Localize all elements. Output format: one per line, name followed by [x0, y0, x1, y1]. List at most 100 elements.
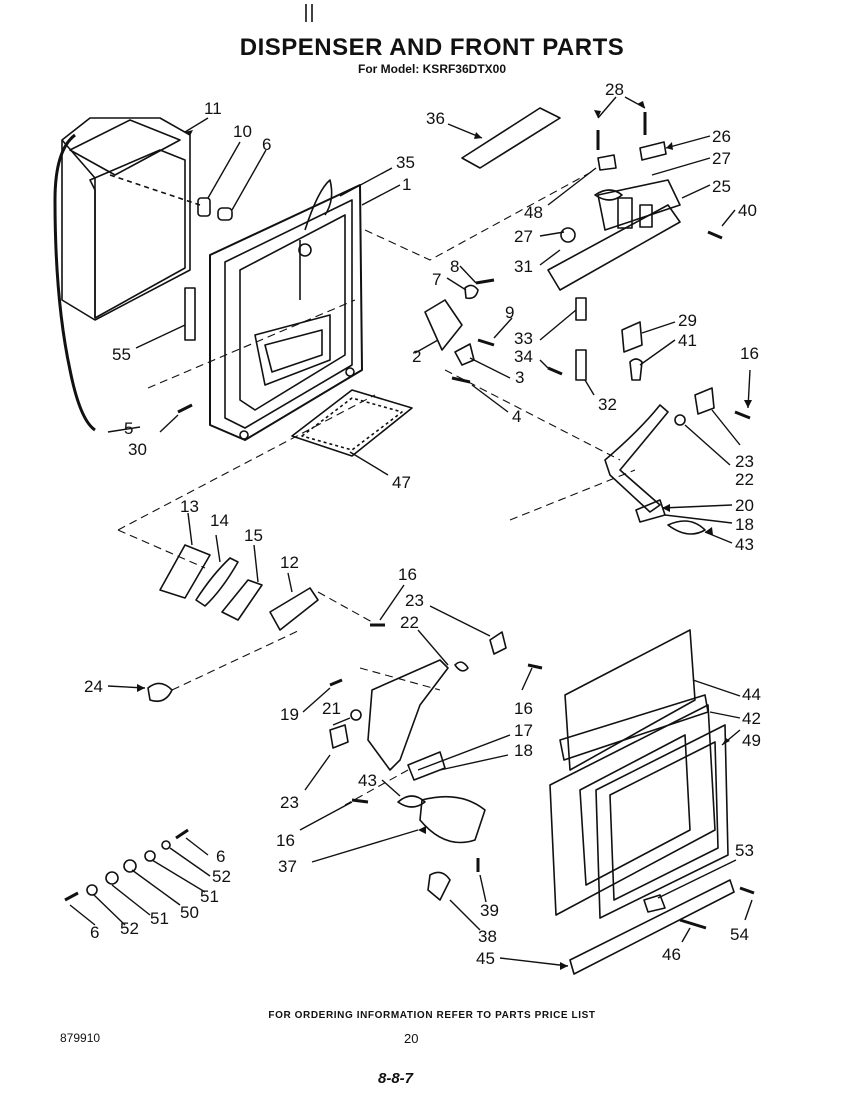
part-8-screw	[475, 278, 495, 285]
callout-2: 2	[412, 347, 421, 366]
page-number: 20	[404, 1031, 419, 1046]
callout-38: 38	[478, 927, 497, 946]
part-29-switch	[621, 321, 643, 353]
part-37-drip-cup	[419, 795, 486, 844]
callout-46: 46	[662, 945, 681, 964]
part-45-trim-strip	[569, 879, 735, 975]
part-33-pin	[575, 297, 587, 321]
assembly-lines	[117, 169, 636, 806]
callout-53: 53	[735, 841, 754, 860]
part-35-wire-harness	[304, 179, 333, 231]
part-6-nut	[217, 207, 233, 221]
part-6-fitting-upper	[175, 828, 189, 840]
part-36-channel	[461, 107, 561, 169]
callout-13: 13	[180, 497, 199, 516]
callout-5: 5	[124, 419, 133, 438]
part-46-screw	[679, 918, 707, 930]
part-31-solenoid	[560, 227, 576, 243]
part-26-switch	[639, 141, 667, 161]
callout-8: 8	[450, 257, 459, 276]
part-32-plunger	[575, 349, 587, 381]
callout-labels: 11 10 6 35 1 36 28 26 27 25 40 48 27 31 …	[84, 80, 761, 968]
part-10-grommet	[197, 197, 211, 217]
part-23-bracket-lower	[329, 724, 349, 749]
callout-45: 45	[476, 949, 495, 968]
part-50-tube-nut	[123, 859, 137, 873]
callout-16-lower: 16	[276, 831, 295, 850]
part-27-clip	[594, 189, 623, 201]
part-49-frame-inner	[595, 724, 729, 919]
part-14-cover	[195, 557, 239, 607]
callout-48: 48	[524, 203, 543, 222]
callout-37: 37	[278, 857, 297, 876]
callout-44: 44	[742, 685, 761, 704]
part-2-actuator	[424, 299, 463, 351]
part-4-screw	[451, 376, 471, 384]
callout-28: 28	[605, 80, 624, 99]
handwritten-note: 8-8-7	[378, 1070, 414, 1087]
part-20-actuator-arm	[604, 404, 669, 513]
part-17-ice-paddle	[367, 659, 449, 771]
callout-36: 36	[426, 109, 445, 128]
part-47-drip-grille	[291, 389, 413, 457]
part-12-bracket	[269, 587, 319, 631]
callout-39: 39	[480, 901, 499, 920]
callout-4: 4	[512, 407, 521, 426]
part-43-pad-upper	[667, 520, 706, 535]
part-16-screw-upper	[734, 410, 751, 420]
part-30-screw	[177, 403, 193, 414]
callout-23-upper: 23	[735, 452, 754, 471]
part-13-light-lens	[159, 544, 211, 599]
callout-29: 29	[678, 311, 697, 330]
callout-27-left: 27	[514, 227, 533, 246]
callout-22-upper: 22	[735, 470, 754, 489]
callout-33: 33	[514, 329, 533, 348]
ordering-note: FOR ORDERING INFORMATION REFER TO PARTS …	[268, 1010, 596, 1021]
callout-50: 50	[180, 903, 199, 922]
callout-52-lower: 52	[120, 919, 139, 938]
page-title: DISPENSER AND FRONT PARTS	[239, 34, 625, 61]
callout-22-middle: 22	[400, 613, 419, 632]
part-52-ring-upper	[161, 840, 171, 850]
part-43-pad-lower	[397, 795, 426, 808]
callout-34: 34	[514, 347, 533, 366]
callout-16-right: 16	[514, 699, 533, 718]
callout-27-right: 27	[712, 149, 731, 168]
part-41-cap	[629, 358, 643, 381]
part-15-plate	[221, 579, 263, 621]
callout-3: 3	[515, 368, 524, 387]
part-25-switch-bracket	[547, 179, 681, 291]
part-54-screw	[739, 886, 755, 895]
part-51-nut-upper	[144, 850, 156, 862]
callout-52-upper: 52	[212, 867, 231, 886]
callout-47: 47	[392, 473, 411, 492]
part-22-spring-upper	[674, 414, 686, 426]
callout-40: 40	[738, 201, 757, 220]
part-38-tray	[427, 871, 451, 901]
callout-43-upper: 43	[735, 535, 754, 554]
callout-6-upper: 6	[262, 135, 271, 154]
callout-23-lower: 23	[280, 793, 299, 812]
part-51-nut-lower	[105, 871, 119, 885]
callout-12: 12	[280, 553, 299, 572]
part-9-screw	[477, 338, 495, 347]
part-55-strip	[184, 287, 196, 341]
part-34-pin	[547, 366, 563, 376]
part-53-clip	[643, 894, 666, 913]
document-number: 879910	[60, 1031, 101, 1045]
part-18-pad-lower	[407, 751, 446, 781]
callout-17: 17	[514, 721, 533, 740]
part-11-chute-housing	[53, 117, 191, 432]
part-23-bracket-upper	[694, 387, 715, 415]
part-22-spring-lower	[454, 661, 469, 672]
callout-26: 26	[712, 127, 731, 146]
callout-18-upper: 18	[735, 515, 754, 534]
part-7-clip	[464, 284, 479, 300]
callout-6-mid: 6	[216, 847, 225, 866]
part-44-panel	[564, 629, 696, 771]
callout-54: 54	[730, 925, 749, 944]
callout-24: 24	[84, 677, 103, 696]
callout-11: 11	[204, 99, 222, 118]
part-40-screw	[707, 230, 723, 240]
